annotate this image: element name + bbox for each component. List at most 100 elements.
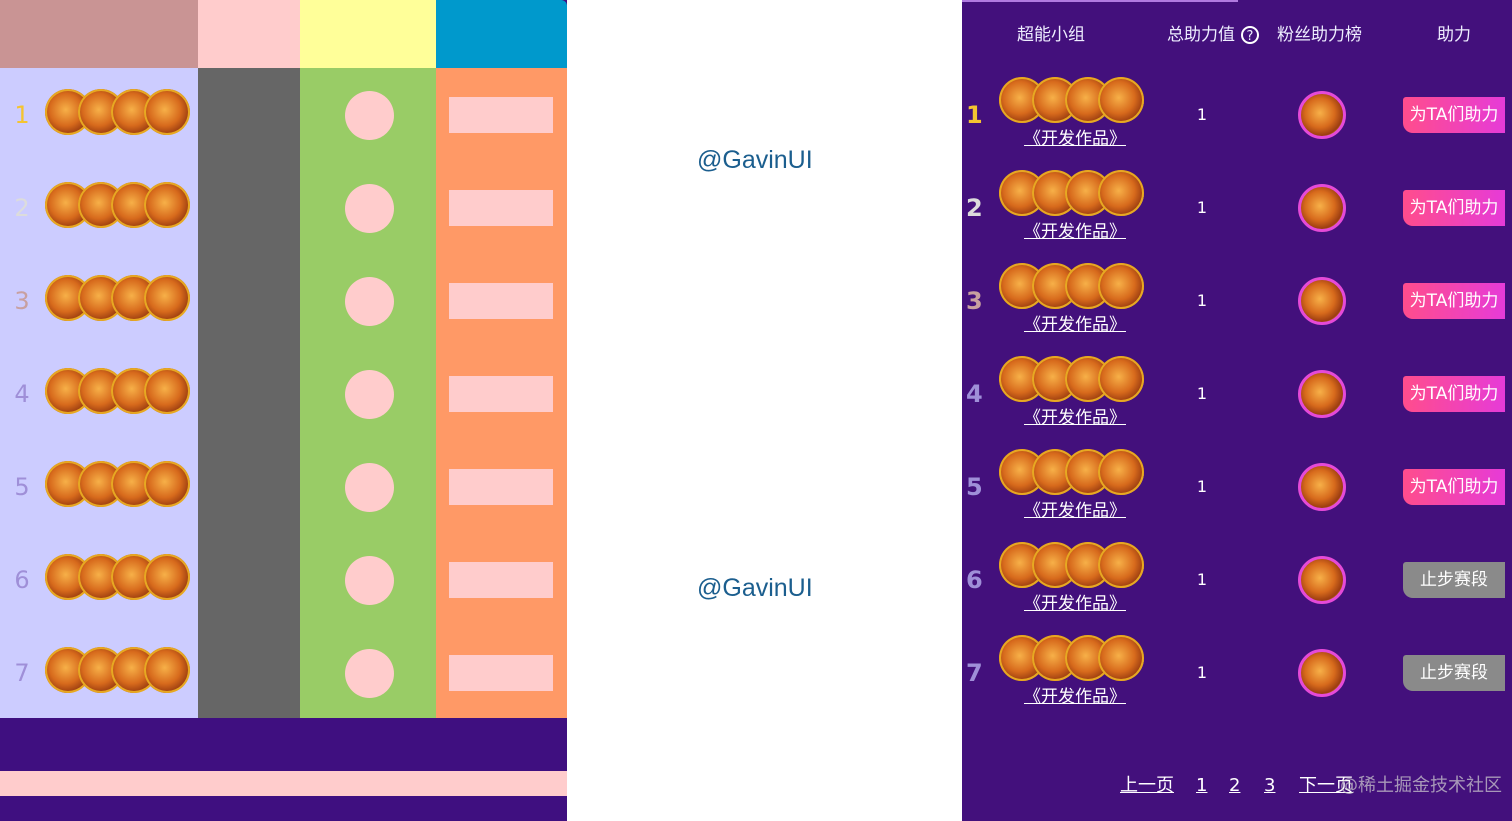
wireframe-rank: 4: [14, 380, 30, 408]
pager-page-3[interactable]: 3: [1264, 775, 1276, 796]
wireframe-row: 1: [0, 69, 567, 162]
wireframe-row: 2: [0, 162, 567, 255]
avatar: [1098, 170, 1144, 216]
member-avatars: [45, 461, 190, 507]
wireframe-button-placeholder: [449, 97, 553, 133]
help-them-button[interactable]: 为TA们助力: [1403, 283, 1505, 319]
wireframe-avatar-placeholder: [345, 370, 394, 419]
header-group: 超能小组: [1017, 25, 1085, 45]
help-them-button[interactable]: 为TA们助力: [1403, 376, 1505, 412]
total-help-value: 1: [1196, 570, 1208, 589]
pager-prev[interactable]: 上一页: [1120, 775, 1174, 796]
work-link[interactable]: 《开发作品》: [1024, 687, 1126, 707]
wireframe-rank: 5: [14, 473, 30, 501]
help-them-button[interactable]: 为TA们助力: [1403, 469, 1505, 505]
wireframe-avatar-placeholder: [345, 277, 394, 326]
avatar: [1098, 635, 1144, 681]
fan-avatar[interactable]: [1298, 91, 1346, 139]
work-link[interactable]: 《开发作品》: [1024, 501, 1126, 521]
member-avatars: [45, 368, 190, 414]
fan-avatar[interactable]: [1298, 277, 1346, 325]
member-avatars: [45, 554, 190, 600]
fan-avatar[interactable]: [1298, 463, 1346, 511]
avatar: [144, 647, 190, 693]
work-link[interactable]: 《开发作品》: [1024, 408, 1126, 428]
fan-avatar[interactable]: [1298, 184, 1346, 232]
wireframe-button-placeholder: [449, 469, 553, 505]
leaderboard-row: 3 《开发作品》 1 为TA们助力: [962, 255, 1512, 348]
member-avatars: [45, 275, 190, 321]
total-help-value: 1: [1196, 663, 1208, 682]
top-accent-line: [962, 0, 1238, 2]
wireframe-rank: 1: [14, 101, 30, 129]
total-help-value: 1: [1196, 477, 1208, 496]
help-them-button[interactable]: 为TA们助力: [1403, 190, 1505, 226]
fan-avatar[interactable]: [1298, 370, 1346, 418]
work-link[interactable]: 《开发作品》: [1024, 594, 1126, 614]
wireframe-header-group: [0, 0, 198, 68]
leaderboard-row: 7 《开发作品》 1 止步赛段: [962, 627, 1512, 720]
wireframe-avatar-placeholder: [345, 184, 394, 233]
avatar: [1098, 449, 1144, 495]
wireframe-button-placeholder: [449, 190, 553, 226]
header-total: 总助力值?: [1167, 24, 1259, 46]
help-icon[interactable]: ?: [1241, 26, 1259, 44]
avatar: [144, 89, 190, 135]
avatar: [144, 182, 190, 228]
avatar: [1098, 263, 1144, 309]
wireframe-button-placeholder: [449, 376, 553, 412]
rank-number: 5: [966, 473, 983, 501]
wireframe-button-placeholder: [449, 655, 553, 691]
rank-number: 2: [966, 194, 983, 222]
rank-number: 4: [966, 380, 983, 408]
work-link[interactable]: 《开发作品》: [1024, 222, 1126, 242]
member-avatars[interactable]: [999, 356, 1144, 402]
rank-number: 1: [966, 101, 983, 129]
member-avatars: [45, 647, 190, 693]
wireframe-col-total: [198, 68, 300, 718]
member-avatars[interactable]: [999, 635, 1144, 681]
avatar: [144, 368, 190, 414]
total-help-value: 1: [1196, 291, 1208, 310]
avatar: [1098, 542, 1144, 588]
member-avatars[interactable]: [999, 263, 1144, 309]
avatar: [1098, 77, 1144, 123]
pager-page-2[interactable]: 2: [1229, 775, 1241, 796]
work-link[interactable]: 《开发作品》: [1024, 129, 1126, 149]
wireframe-avatar-placeholder: [345, 463, 394, 512]
wireframe-rank: 2: [14, 194, 30, 222]
rank-number: 6: [966, 566, 983, 594]
avatar: [144, 554, 190, 600]
fan-avatar[interactable]: [1298, 649, 1346, 697]
member-avatars[interactable]: [999, 449, 1144, 495]
fan-avatar[interactable]: [1298, 556, 1346, 604]
leaderboard-row: 4 《开发作品》 1 为TA们助力: [962, 348, 1512, 441]
rank-number: 3: [966, 287, 983, 315]
wireframe-header-total: [198, 0, 300, 68]
wireframe-avatar-placeholder: [345, 556, 394, 605]
eliminated-button: 止步赛段: [1403, 562, 1505, 598]
wireframe-header-fans: [300, 0, 436, 68]
wireframe-rank: 3: [14, 287, 30, 315]
header-fans: 粉丝助力榜: [1277, 25, 1362, 45]
member-avatars[interactable]: [999, 542, 1144, 588]
header-action: 助力: [1437, 25, 1471, 45]
help-them-button[interactable]: 为TA们助力: [1403, 97, 1505, 133]
rank-number: 7: [966, 659, 983, 687]
total-help-value: 1: [1196, 384, 1208, 403]
total-help-value: 1: [1196, 198, 1208, 217]
pager-page-1[interactable]: 1: [1196, 775, 1208, 796]
member-avatars[interactable]: [999, 77, 1144, 123]
avatar: [1098, 356, 1144, 402]
wireframe-row: 5: [0, 441, 567, 534]
member-avatars[interactable]: [999, 170, 1144, 216]
wireframe-pager-bar: [0, 771, 567, 796]
pager-next[interactable]: 下一页: [1299, 775, 1353, 796]
eliminated-button: 止步赛段: [1403, 655, 1505, 691]
wireframe-avatar-placeholder: [345, 91, 394, 140]
footer-watermark: @稀土掘金技术社区: [1340, 775, 1502, 796]
member-avatars: [45, 89, 190, 135]
wireframe-row: 6: [0, 534, 567, 627]
work-link[interactable]: 《开发作品》: [1024, 315, 1126, 335]
